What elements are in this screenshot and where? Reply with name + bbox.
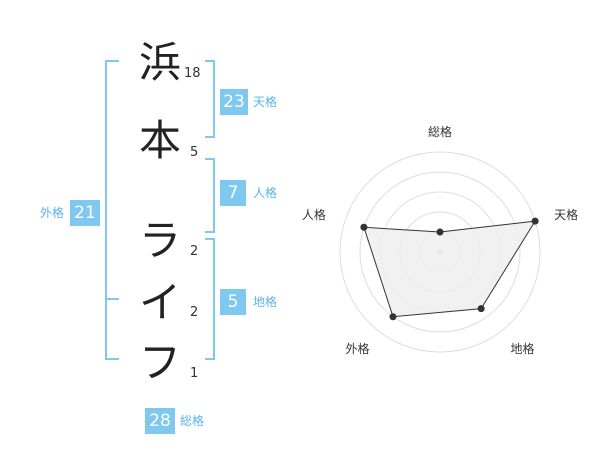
stroke-count-2: 5 [190,145,199,160]
name-char-5: フ [138,338,181,387]
soukaku-badge: 28 [145,408,175,434]
stroke-count-1: 18 [184,66,201,81]
radar-points [360,217,539,321]
radar-axis-label-4: 人格 [302,207,326,222]
jinkaku-badge: 7 [220,180,246,206]
stroke-count-3: 2 [190,244,199,259]
radar-point-2 [477,305,485,313]
radar-axis-label-0: 総格 [428,124,452,139]
name-char-2: 本 [138,116,181,165]
gaikaku-bracket [105,60,119,360]
chikaku-bracket [205,238,215,360]
radar-point-1 [531,217,539,225]
jinkaku-label: 人格 [253,186,278,200]
stroke-count-5: 1 [190,366,199,381]
gaikaku-badge: 21 [70,200,100,226]
tenkaku-badge: 23 [220,89,248,115]
radar-point-4 [360,223,368,231]
radar-series-polygon [363,220,537,318]
radar-point-3 [389,313,397,321]
tenkaku-label: 天格 [253,95,278,109]
soukaku-label: 総格 [180,414,205,428]
radar-ring-4 [359,171,521,333]
tenkaku-bracket [205,60,215,138]
radar-ring-5 [339,151,541,353]
radar-axis-label-2: 地格 [511,341,535,356]
jinkaku-bracket [205,158,215,233]
name-char-4: イ [138,278,181,327]
radar-axis-label-1: 天格 [554,207,578,222]
chikaku-label: 地格 [253,295,278,309]
chikaku-badge: 5 [220,289,246,315]
radar-point-0 [436,228,444,236]
name-char-3: ラ [138,216,181,265]
stroke-count-4: 2 [190,305,199,320]
radar-axis-label-3: 外格 [345,341,369,356]
gaikaku-label: 外格 [40,206,65,220]
gaikaku-bracket-tick [105,298,119,300]
name-char-1: 浜 [138,38,181,87]
